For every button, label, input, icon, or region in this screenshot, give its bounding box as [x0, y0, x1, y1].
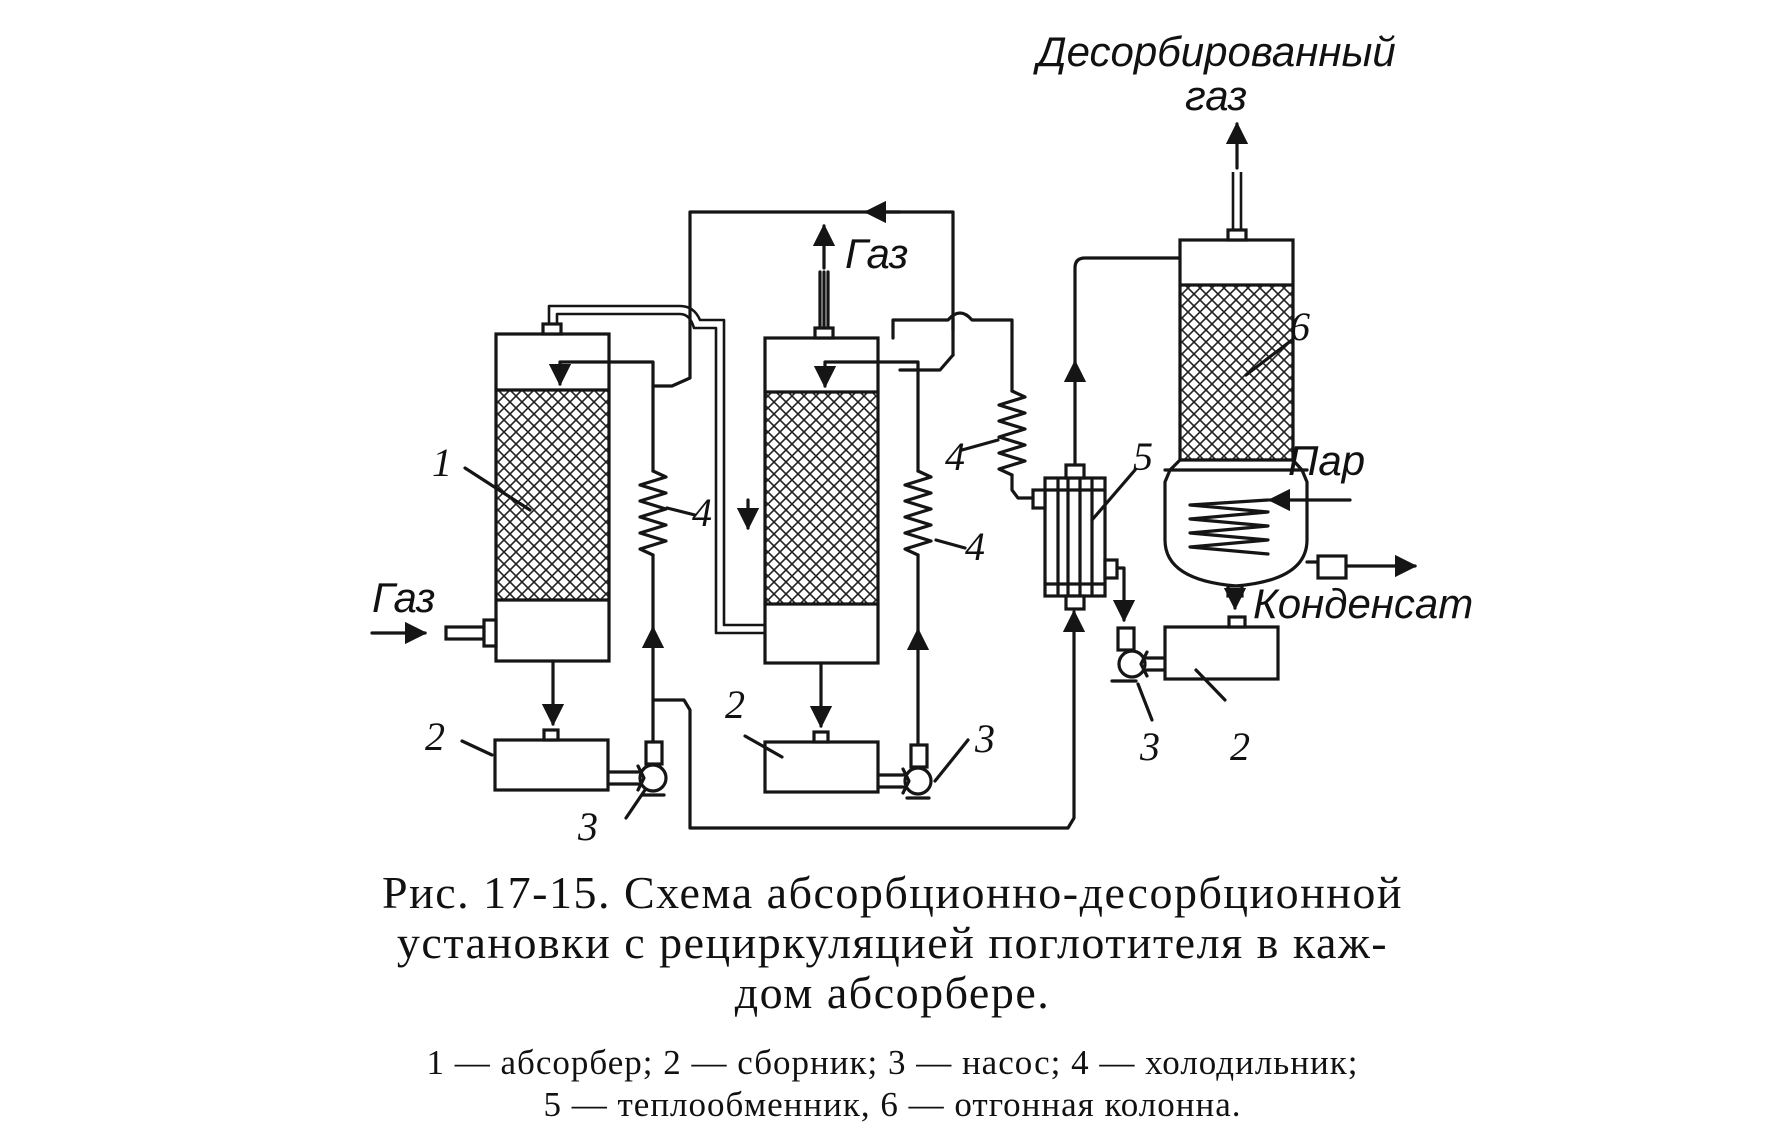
gas-outlet-pipe	[812, 223, 836, 340]
callout-absorber-1: 1	[432, 440, 452, 485]
callout-cooler-3: 4	[945, 434, 965, 479]
callout-pump-2: 3	[974, 716, 995, 761]
callout-heat-exchanger: 5	[1133, 434, 1153, 479]
callout-collector-2: 2	[725, 682, 745, 727]
callout-pump-3: 3	[1139, 724, 1160, 769]
condensate-label: Конденсат	[1253, 580, 1473, 627]
recirculation-pipes	[547, 200, 1086, 830]
desorbed-gas-label-line2: газ	[1185, 72, 1247, 119]
cooler-2	[813, 360, 933, 747]
callout-stripping-column: 6	[1290, 304, 1310, 349]
callout-collector-1: 2	[425, 714, 445, 759]
callout-cooler-1: 4	[692, 490, 712, 535]
figure-caption-line3: дом абсорбере.	[734, 967, 1051, 1018]
stripping-column-6	[1163, 121, 1418, 611]
collector-1	[493, 659, 610, 792]
pump-1	[606, 740, 668, 797]
figure-caption-line1: Рис. 17-15. Схема абсорбционно-десорбцио…	[382, 867, 1403, 918]
absorber-2	[763, 336, 880, 665]
callout-collector-3: 2	[1230, 724, 1250, 769]
desorbed-gas-label-line1: Десорбированный	[1033, 28, 1396, 75]
legend-line1: 1 — абсорбер; 2 — сборник; 3 — насос; 4 …	[426, 1043, 1359, 1082]
gas-inlet-pipe	[370, 618, 498, 648]
cooler-3	[997, 328, 1047, 500]
callout-leaders	[460, 338, 1294, 820]
absorber-1	[494, 332, 611, 663]
collector-2	[763, 661, 880, 794]
collector-3	[1163, 615, 1280, 681]
figure-caption-line2: установки с рециркуляцией поглотителя в …	[396, 917, 1389, 968]
steam-label: Пар	[1288, 437, 1365, 484]
callout-pump-1: 3	[577, 804, 598, 849]
heat-exchanger-5	[1031, 256, 1218, 623]
gas-outlet-label: Газ	[845, 230, 908, 277]
legend-line2: 5 — теплообменник, 6 — отгонная колонна.	[543, 1085, 1242, 1124]
gas-inlet-label: Газ	[372, 574, 435, 621]
callout-cooler-2: 4	[965, 524, 985, 569]
cooler-1	[548, 360, 668, 744]
pump-2	[876, 743, 933, 800]
pump-3	[1110, 626, 1167, 683]
